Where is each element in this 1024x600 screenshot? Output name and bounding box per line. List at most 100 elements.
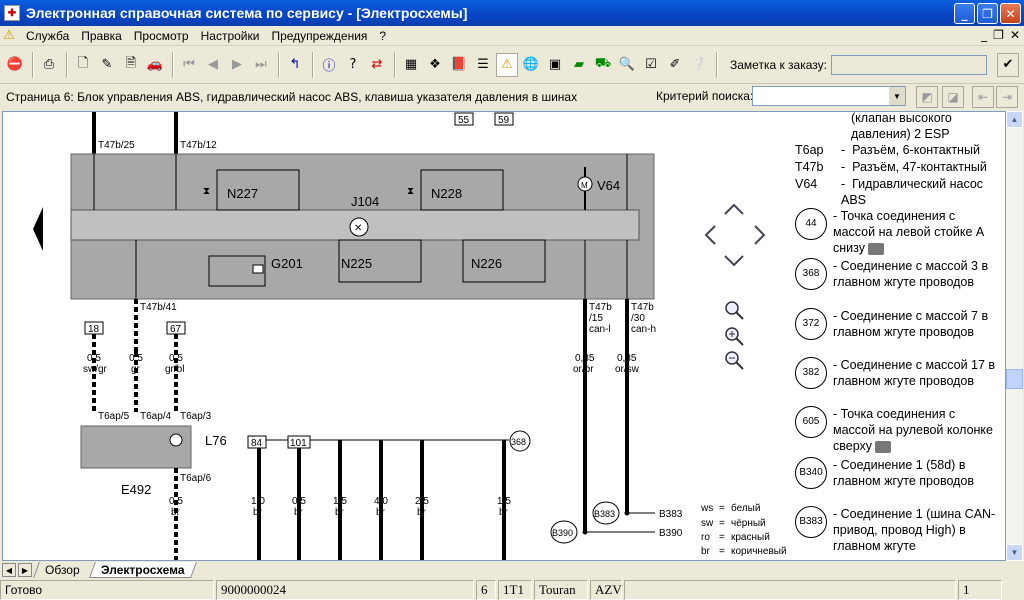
wire-color: gr [131,364,141,375]
switch-e492[interactable] [80,425,192,469]
color-code: ro [701,532,710,543]
exit-icon[interactable]: ⛔ [6,57,24,72]
wire-color: br [376,507,386,518]
next-page-icon[interactable]: ▶ [232,57,242,72]
scroll-up-icon[interactable]: ▲ [1006,111,1023,128]
page-left-arrow-icon[interactable] [33,207,43,251]
swap-icon[interactable]: ⇄ [371,57,383,72]
notes-icon[interactable]: ✐ [669,57,681,72]
color-name: красный [731,532,770,543]
back-icon[interactable]: ↰ [289,57,301,72]
wire-color: br [499,507,509,518]
schematic-svg[interactable]: 55 59 T47b/25 T47b/12 N227 ⧗ N228 ⧗ M V6… [3,112,793,561]
tab-schematic[interactable]: Электросхема [88,562,197,578]
search-person-icon[interactable]: 🔍 [618,57,636,72]
legend-desc: Гидравлический насос ABS [841,177,984,207]
menu-warnings[interactable]: Предупреждения [271,28,368,43]
globe-icon[interactable]: 🌐 [522,57,540,72]
search-prev-button[interactable]: ◩ [916,86,938,108]
component-n225: N225 [341,256,372,271]
wire-size: 0,35 [575,353,595,364]
legend-desc: Разъём, 6-контактный [852,143,980,157]
scroll-thumb[interactable] [1006,369,1023,389]
note-save-icon[interactable]: ✔ [996,52,1019,77]
mdi-close-button[interactable]: ✕ [1009,28,1020,42]
menu-edit[interactable]: Правка [81,28,122,43]
wire-size: 4,0 [374,496,388,507]
svg-text:⧗: ⧗ [407,186,414,197]
wire-size: 2,5 [415,496,429,507]
document-icon[interactable]: 🗎 [125,55,137,71]
info-icon[interactable]: ⓘ [322,59,336,74]
chevron-down-icon[interactable]: ▼ [889,87,905,105]
calculator-icon[interactable]: ▣ [548,57,562,72]
grid-icon[interactable]: ▦ [404,57,418,72]
ground-point-circle: 605 [795,406,827,438]
tab-next-icon[interactable]: ▶ [18,563,32,577]
tab-prev-icon[interactable]: ◀ [2,563,16,577]
schematic-view[interactable]: 55 59 T47b/25 T47b/12 N227 ⧗ N228 ⧗ M V6… [2,111,1006,561]
vertical-scrollbar[interactable]: ▲ ▼ [1006,111,1023,561]
camera-icon[interactable] [867,242,884,255]
menu-service[interactable]: Служба [26,28,70,43]
prev-page-icon[interactable]: ◀ [208,57,218,72]
camera-icon[interactable] [875,440,892,453]
minimize-button[interactable]: _ [954,3,975,24]
warning-toolbar-icon[interactable]: ⚠ [496,52,518,77]
car-part-icon[interactable]: ⛟ [594,56,612,71]
search-next-button[interactable]: ◪ [942,86,964,108]
search-combo[interactable]: ▼ [752,86,906,106]
close-button[interactable]: ✕ [1000,3,1021,24]
b383-label: B383 [659,509,683,520]
menu-help[interactable]: ? [379,28,387,43]
expand-right-button[interactable]: ⇥ [996,86,1018,108]
car-icon[interactable]: 🚗 [146,57,164,72]
status-ready: Готово [0,580,214,600]
app-icon[interactable]: ✚ [4,5,20,21]
maximize-button[interactable]: ❐ [977,3,998,24]
zoom-in-icon[interactable] [725,327,744,346]
pin-label: T47b/25 [98,140,135,151]
first-page-icon[interactable]: ⏮ [183,57,195,72]
last-page-icon[interactable]: ⏭ [255,57,267,72]
svg-text:=: = [719,503,725,514]
note-input[interactable] [830,54,987,75]
checklist-icon[interactable]: ☑ [645,57,657,72]
pan-left-icon[interactable] [704,225,716,245]
tab-overview[interactable]: Обзор [33,562,91,578]
pan-down-icon[interactable] [724,255,744,267]
menu-bar: ⚠ Служба Правка Просмотр Настройки Преду… [0,26,1024,46]
wire-color: or/sw [615,364,640,375]
ref-18: 18 [88,324,100,335]
status-s2: 1T1 [498,580,532,600]
svg-text:can-l: can-l [589,324,611,335]
pan-right-icon[interactable] [754,225,766,245]
wire-size: 1,5 [333,496,347,507]
status-page: 1 [958,580,1002,600]
zoom-fit-icon[interactable] [725,301,744,320]
print-icon[interactable]: ⎙ [43,57,55,72]
menu-settings[interactable]: Настройки [200,28,260,43]
menu-view[interactable]: Просмотр [133,28,189,43]
status-bar: Готово 9000000024 6 1T1 Touran AZV 1 [0,580,1024,600]
wire-size: 1,0 [251,496,265,507]
new-document-icon[interactable]: 🗋 [77,55,89,71]
svg-text:/15: /15 [589,313,603,324]
expand-left-button[interactable]: ⇤ [972,86,994,108]
help-book-icon[interactable]: ❔ [690,57,708,72]
mdi-minimize-button[interactable]: _ [981,28,988,42]
ref-84: 84 [251,438,263,449]
tree-icon[interactable]: ❖ [429,57,441,72]
scroll-down-icon[interactable]: ▼ [1006,544,1023,561]
status-number: 9000000024 [216,580,474,600]
list-icon[interactable]: ☰ [477,57,489,72]
edit-document-icon[interactable]: ✎ [101,57,113,72]
pan-up-icon[interactable] [724,203,744,215]
page-info-bar: Страница 6: Блок управления ABS, гидравл… [0,84,1024,110]
green-book-icon[interactable]: ▰ [574,57,584,72]
help-icon[interactable]: ? [349,57,357,72]
book-icon[interactable]: 📕 [450,57,468,72]
zoom-out-icon[interactable] [725,351,744,370]
wire-size: 0,35 [617,353,637,364]
mdi-restore-button[interactable]: ❐ [993,28,1004,42]
